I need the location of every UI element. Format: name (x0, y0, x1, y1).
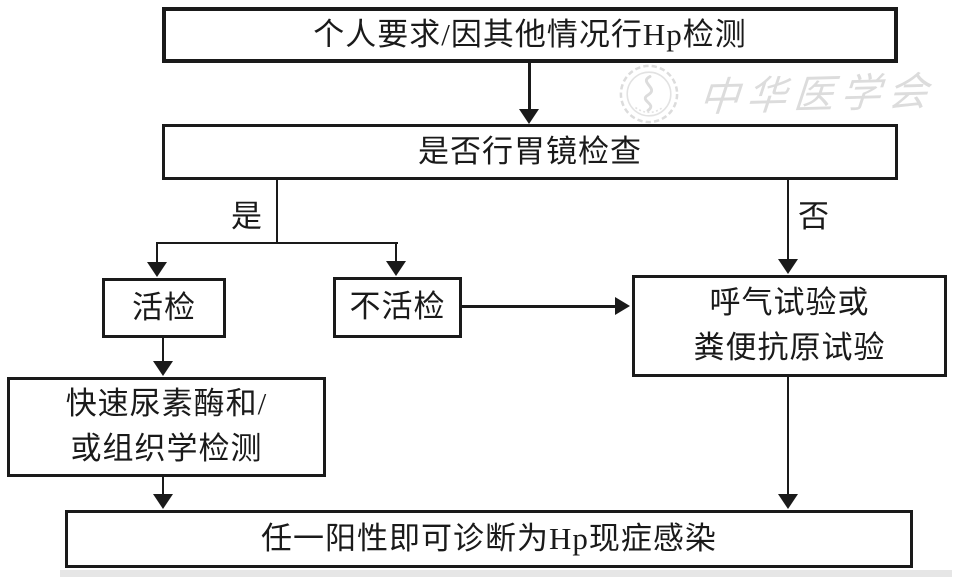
connector-yes-split (156, 242, 398, 244)
connector-urease-to-diagnosis (162, 477, 164, 495)
urease-histology-line1: 快速尿素酶和/ (65, 386, 268, 422)
connector-to-no-biopsy (395, 242, 397, 262)
breath-or-stool-test-node: 呼气试验或 粪便抗原试验 (632, 275, 947, 377)
diagnosis-node: 任一阳性即可诊断为Hp现症感染 (65, 510, 913, 568)
connector-no-biopsy-to-breath-test (462, 305, 616, 308)
arrowhead-down-icon (519, 109, 539, 124)
arrowhead-down-icon (153, 494, 173, 509)
connector-start-to-decision (528, 62, 531, 110)
breath-test-line1: 呼气试验或 (709, 285, 870, 321)
breath-test-line2: 粪便抗原试验 (693, 330, 886, 365)
gastroscopy-decision-label: 是否行胃镜检查 (418, 133, 642, 169)
arrowhead-down-icon (153, 361, 173, 376)
arrowhead-down-icon (386, 261, 406, 276)
arrowhead-right-icon (615, 297, 630, 315)
yes-branch-label: 是 (231, 199, 262, 234)
urease-histology-line2: 或组织学检测 (70, 431, 263, 466)
connector-biopsy-to-urease (162, 337, 164, 362)
arrowhead-down-icon (778, 259, 798, 274)
connector-to-biopsy (156, 242, 158, 263)
scan-shadow (60, 570, 952, 577)
gastroscopy-decision-node: 是否行胃镜检查 (162, 124, 898, 180)
start-node: 个人要求/因其他情况行Hp检测 (162, 7, 898, 63)
cma-seal-logo-icon (619, 64, 679, 124)
biopsy-node: 活检 (102, 278, 226, 338)
connector-yes-branch (276, 179, 278, 243)
no-biopsy-node: 不活检 (333, 277, 462, 338)
biopsy-node-label: 活检 (132, 289, 196, 325)
start-node-label: 个人要求/因其他情况行Hp检测 (313, 16, 747, 52)
arrowhead-down-icon (778, 494, 798, 509)
connector-breath-test-to-diagnosis (787, 376, 789, 495)
diagnosis-node-label: 任一阳性即可诊断为Hp现症感染 (261, 520, 717, 556)
watermark-text: 中华医学会 (697, 68, 937, 121)
no-biopsy-node-label: 不活检 (349, 289, 446, 325)
no-branch-label: 否 (798, 199, 829, 234)
urease-histology-node: 快速尿素酶和/ 或组织学检测 (7, 377, 326, 477)
watermark: 中华医学会 (618, 56, 938, 126)
arrowhead-down-icon (147, 262, 167, 277)
connector-no-branch (787, 179, 789, 260)
